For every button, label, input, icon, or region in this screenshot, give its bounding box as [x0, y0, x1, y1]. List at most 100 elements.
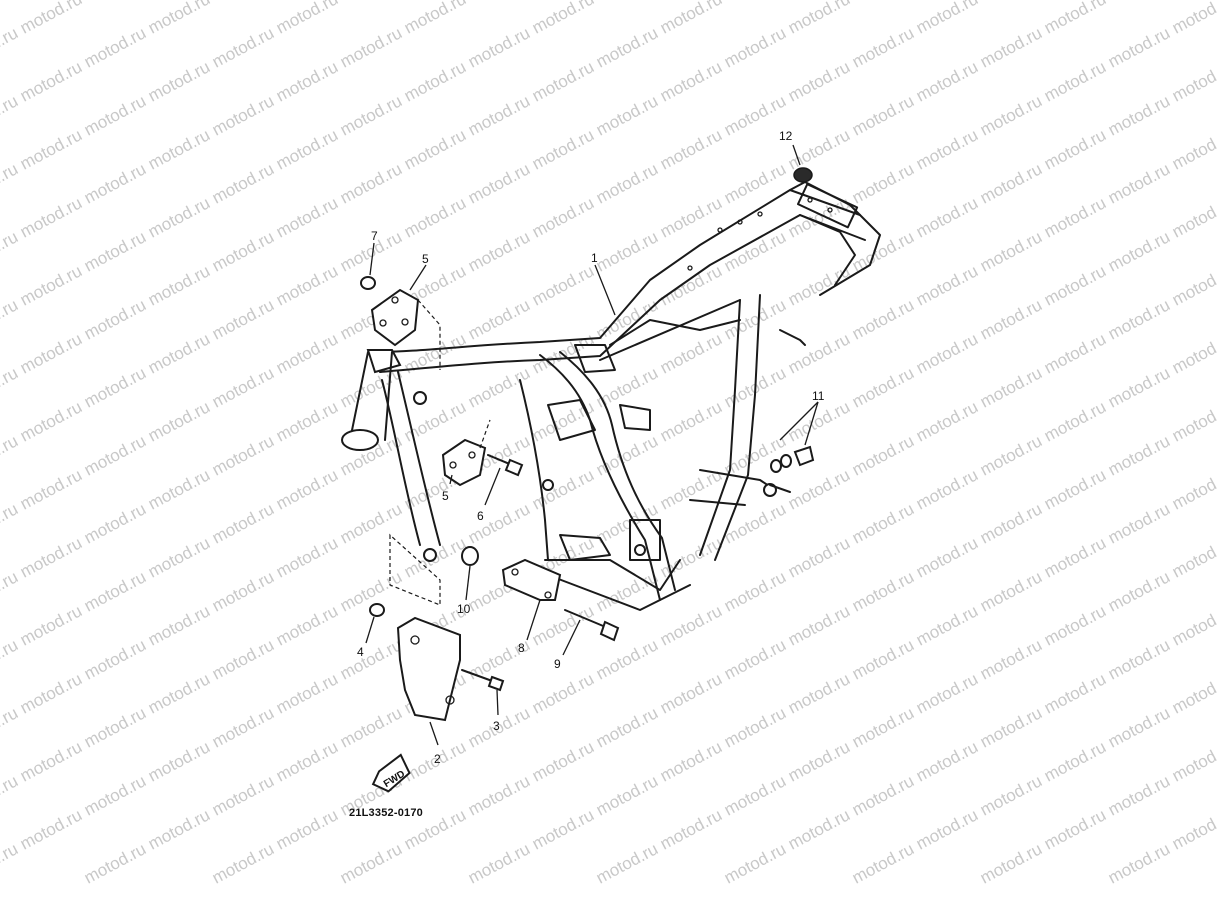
- watermark-text: motod.ru: [465, 295, 533, 343]
- watermark-text: motod.ru: [1169, 193, 1217, 241]
- watermark-text: motod.ru: [17, 193, 85, 241]
- watermark-text: motod.ru: [657, 329, 725, 377]
- watermark-text: motod.ru: [17, 397, 85, 445]
- watermark-text: motod.ru: [209, 23, 277, 71]
- watermark-text: motod.ru: [977, 363, 1045, 411]
- watermark-text: motod.ru: [1041, 125, 1109, 173]
- watermark-text: motod.ru: [401, 397, 469, 445]
- watermark-text: motod.ru: [465, 23, 533, 71]
- watermark-text: motod.ru: [337, 91, 405, 139]
- watermark-text: motod.ru: [273, 193, 341, 241]
- watermark-text: motod.ru: [657, 397, 725, 445]
- watermark-text: motod.ru: [0, 23, 21, 71]
- nut-part-4: [365, 603, 385, 644]
- watermark-text: motod.ru: [657, 737, 725, 785]
- watermark-text: motod.ru: [785, 669, 853, 717]
- watermark-text: motod.ru: [1041, 397, 1109, 445]
- watermark-text: motod.ru: [913, 669, 981, 717]
- watermark-text: motod.ru: [81, 635, 149, 683]
- watermark-text: motod.ru: [529, 193, 597, 241]
- cap-part-12: [792, 144, 813, 183]
- watermark-text: motod.ru: [17, 57, 85, 105]
- watermark-text: motod.ru: [209, 635, 277, 683]
- watermark-text: motod.ru: [0, 703, 21, 751]
- watermark-text: motod.ru: [849, 635, 917, 683]
- watermark-text: motod.ru: [977, 703, 1045, 751]
- watermark-text: motod.ru: [849, 771, 917, 819]
- watermark-text: motod.ru: [529, 261, 597, 309]
- watermark-text: motod.ru: [785, 737, 853, 785]
- bolt-part-6: [484, 454, 524, 506]
- watermark-text: motod.ru: [849, 839, 917, 887]
- watermark-text: motod.ru: [145, 397, 213, 445]
- callout-5-upper: 5: [422, 252, 429, 266]
- watermark-text: motod.ru: [1105, 431, 1173, 479]
- watermark-text: motod.ru: [17, 601, 85, 649]
- watermark-text: motod.ru: [0, 363, 21, 411]
- watermark-text: motod.ru: [273, 805, 341, 853]
- watermark-text: motod.ru: [721, 0, 789, 4]
- watermark-text: motod.ru: [529, 0, 597, 38]
- watermark-text: motod.ru: [145, 533, 213, 581]
- watermark-text: motod.ru: [1041, 805, 1109, 853]
- watermark-text: motod.ru: [593, 23, 661, 71]
- watermark-text: motod.ru: [913, 329, 981, 377]
- watermark-text: motod.ru: [145, 261, 213, 309]
- watermark-text: motod.ru: [17, 125, 85, 173]
- watermark-text: motod.ru: [0, 159, 21, 207]
- watermark-text: motod.ru: [209, 703, 277, 751]
- watermark-text: motod.ru: [977, 771, 1045, 819]
- watermark-text: motod.ru: [1105, 771, 1173, 819]
- watermark-text: motod.ru: [401, 0, 469, 38]
- watermark-text: motod.ru: [849, 159, 917, 207]
- bracket-part-2: [389, 533, 461, 746]
- watermark-text: motod.ru: [145, 193, 213, 241]
- watermark-text: motod.ru: [0, 0, 21, 4]
- callout-10: 10: [457, 602, 471, 616]
- watermark-text: motod.ru: [721, 703, 789, 751]
- watermark-text: motod.ru: [657, 193, 725, 241]
- watermark-text: motod.ru: [977, 23, 1045, 71]
- watermark-text: motod.ru: [977, 567, 1045, 615]
- watermark-text: motod.ru: [81, 839, 149, 887]
- bracket-part-5-lower: [441, 419, 491, 487]
- watermark-text: motod.ru: [849, 567, 917, 615]
- watermark-text: motod.ru: [1169, 57, 1217, 105]
- watermark-text: motod.ru: [529, 669, 597, 717]
- watermark-text: motod.ru: [337, 159, 405, 207]
- watermark-text: motod.ru: [593, 771, 661, 819]
- watermark-text: motod.ru: [1041, 669, 1109, 717]
- watermark-text: motod.ru: [1169, 329, 1217, 377]
- watermark-text: motod.ru: [273, 57, 341, 105]
- frame-part-1: [341, 181, 881, 611]
- watermark-text: motod.ru: [593, 839, 661, 887]
- watermark-text: motod.ru: [145, 125, 213, 173]
- watermark-text: motod.ru: [1169, 669, 1217, 717]
- watermark-text: motod.ru: [1169, 0, 1217, 38]
- watermark-text: motod.ru: [17, 465, 85, 513]
- bolt-part-9: [562, 609, 620, 656]
- watermark-text: motod.ru: [17, 0, 85, 38]
- watermark-text: motod.ru: [81, 703, 149, 751]
- watermark-text: motod.ru: [849, 295, 917, 343]
- watermark-text: motod.ru: [337, 23, 405, 71]
- watermark-text: motod.ru: [1105, 23, 1173, 71]
- diagram-code: 21L3352-0170: [349, 807, 423, 819]
- callout-6: 6: [477, 509, 484, 523]
- watermark-text: motod.ru: [465, 159, 533, 207]
- watermark-text: motod.ru: [593, 227, 661, 275]
- watermark-text: motod.ru: [337, 0, 405, 4]
- watermark-text: motod.ru: [721, 227, 789, 275]
- watermark-text: motod.ru: [1105, 703, 1173, 751]
- watermark-text: motod.ru: [465, 771, 533, 819]
- watermark-text: motod.ru: [209, 567, 277, 615]
- watermark-text: motod.ru: [209, 431, 277, 479]
- watermark-text: motod.ru: [145, 669, 213, 717]
- watermark-text: motod.ru: [209, 499, 277, 547]
- bolt-washer-part-11: [770, 401, 819, 473]
- watermark-text: motod.ru: [465, 227, 533, 275]
- watermark-text: motod.ru: [145, 329, 213, 377]
- watermark-text: motod.ru: [145, 601, 213, 649]
